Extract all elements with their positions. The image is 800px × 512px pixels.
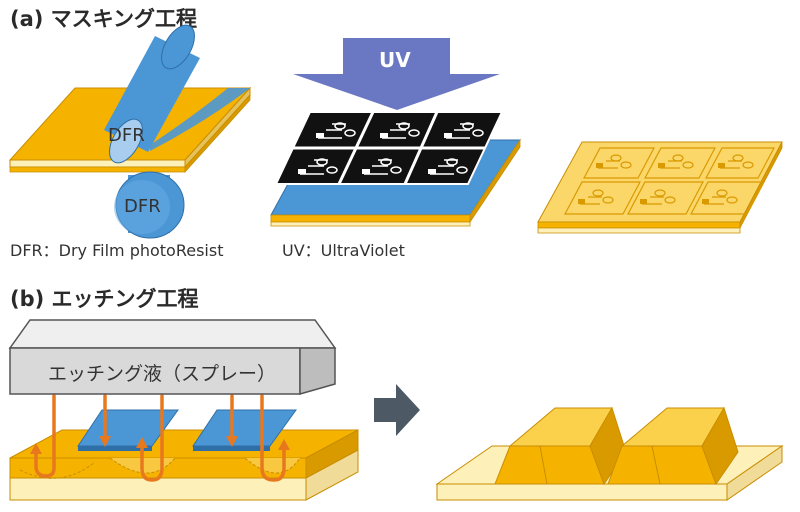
spray-nozzle-box xyxy=(8,319,337,395)
dfr-top-label: DFR xyxy=(108,125,145,146)
patterned-board xyxy=(537,141,783,234)
step-arrow-icon xyxy=(374,384,420,436)
dfr-roll-bottom xyxy=(114,171,185,239)
finished-board xyxy=(435,406,784,501)
section-a-heading: (a) マスキング工程 xyxy=(10,7,197,31)
section-b-heading: (b) エッチング工程 xyxy=(10,287,199,311)
etching-board xyxy=(9,409,359,501)
uv-arrow xyxy=(293,38,500,110)
uv-caption: UV：UltraViolet xyxy=(282,241,405,260)
spray-streams xyxy=(30,394,290,482)
spray-label: エッチング液（スプレー） xyxy=(48,363,276,385)
uv-label: UV xyxy=(379,48,411,72)
dfr-caption: DFR：Dry Film photoResist xyxy=(10,241,223,260)
dfr-bottom-label: DFR xyxy=(124,196,161,217)
dfr-roll-top xyxy=(104,24,250,164)
photomask xyxy=(274,111,504,185)
